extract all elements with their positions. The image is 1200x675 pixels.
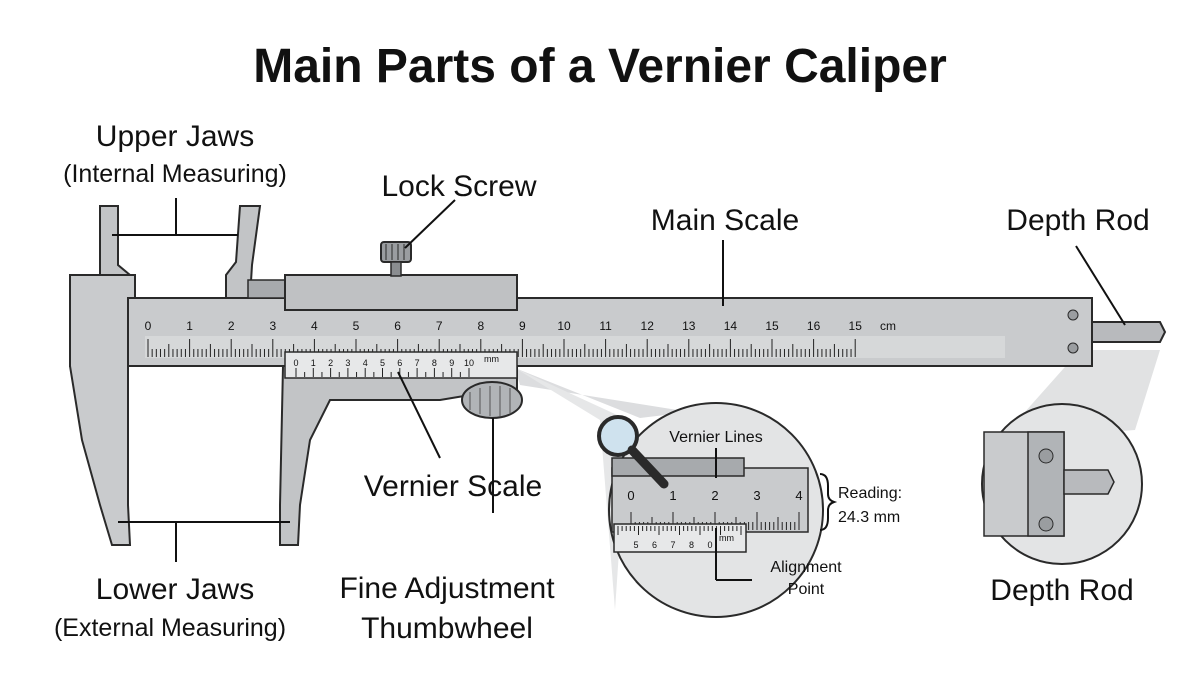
main-scale-number: 15 [765,319,779,333]
depth-inset-rod [1063,469,1115,495]
lock-screw-leader [404,199,456,249]
vernier-scale-leader [397,371,441,459]
vernier-scale-number: 5 [380,358,385,368]
vernier-plate [284,351,518,379]
main-scale-number: 15 [849,319,863,333]
reading-value: 24.3 mm [838,509,900,526]
vernier-scale-number: 4 [363,358,368,368]
main-scale-strip [145,336,1005,358]
upper-jaw-movable[interactable] [225,205,262,299]
vernier-unit: mm [484,354,499,364]
main-scale-number: 8 [477,319,484,333]
main-scale-number: 3 [269,319,276,333]
main-scale-number: 10 [557,319,571,333]
jaw-block [247,279,289,299]
main-scale-number: 13 [682,319,696,333]
inset-main-number: 4 [795,488,802,503]
screw-icon [1038,516,1054,532]
main-scale-number: 14 [724,319,738,333]
main-scale-number: 6 [394,319,401,333]
main-scale-number: 2 [228,319,235,333]
vernier-scale-label: Vernier Scale [364,470,542,503]
main-scale-number: 5 [353,319,360,333]
main-scale-number: 11 [599,319,612,333]
fixed-head [69,274,136,546]
vernier-scale-numbers: 0 1 2 3 4 5 6 7 8 9 10 [293,358,474,368]
jaw-gap [130,368,278,498]
vernier-scale-number: 0 [293,358,298,368]
fine-adjustment-label-line2: Thumbwheel [361,612,533,645]
vernier-scale-number: 2 [328,358,333,368]
screw-icon [1067,342,1079,354]
upper-jaws-label: Upper Jaws [96,120,254,153]
reading-label: Reading: [838,485,902,502]
inset-vernier-number: 0 [707,540,712,550]
inset-vernier-number: 8 [689,540,694,550]
inset-main-numbers: 0 1 2 3 4 [627,488,802,503]
vernier-scale-number: 1 [311,358,316,368]
inset-vernier-numbers: 5 6 7 8 0 [633,540,712,550]
depth-rod-inset-label: Depth Rod [990,574,1133,607]
inset-vernier-ticks [617,526,742,535]
main-scale-number: 1 [186,319,193,333]
vernier-scale-number: 3 [345,358,350,368]
vernier-scale-number: 6 [397,358,402,368]
inset-slider [611,457,745,477]
lower-jaws-sublabel: (External Measuring) [54,614,286,642]
main-scale-unit: cm [880,319,896,333]
inset-vernier-number: 6 [652,540,657,550]
alignment-point-label-line1: Alignment [770,559,842,576]
vernier-scale-number: 9 [449,358,454,368]
depth-rod[interactable] [1091,321,1167,343]
lock-screw[interactable] [380,241,412,277]
vernier-scale-number: 10 [464,358,474,368]
inset-vernier-unit: mm [719,533,734,543]
main-scale-ticks [147,339,856,357]
alignment-point-label-line2: Point [788,581,825,598]
vernier-scale-number: 8 [432,358,437,368]
fine-adjustment-thumbwheel[interactable] [461,381,523,419]
lower-jaws-label: Lower Jaws [96,573,254,606]
reading-brace [819,473,838,531]
main-scale-number: 4 [311,319,318,333]
magnifier-icon [597,415,669,489]
main-scale-number: 12 [641,319,655,333]
inset-main-number: 3 [753,488,760,503]
vernier-zoom-inset: 0 1 2 3 4 5 6 7 8 0 mm Vernier Lines Alignment P… [608,402,842,618]
page-title: Main Parts of a Vernier Caliper [253,40,947,93]
vernier-lines-label: Vernier Lines [669,429,762,446]
lock-screw-label: Lock Screw [381,170,536,203]
screw-icon [1067,309,1079,321]
vernier-scale-number: 7 [415,358,420,368]
inset-main-scale [611,467,809,533]
main-scale-label: Main Scale [651,204,799,237]
fine-adjustment-label-line1: Fine Adjustment [339,572,555,605]
main-scale-number: 9 [519,319,526,333]
inset-vernier-number: 7 [670,540,675,550]
screw-icon [1038,448,1054,464]
vernier-scale-ticks [295,368,470,377]
upper-jaws-sublabel: (Internal Measuring) [63,160,287,188]
inset-vernier-number: 5 [633,540,638,550]
inset-main-number: 1 [669,488,676,503]
main-scale-number: 7 [436,319,443,333]
inset-main-number: 2 [711,488,718,503]
zoom-wedge [515,368,690,418]
main-scale-number: 0 [145,319,152,333]
main-scale-number: 16 [807,319,821,333]
depth-rod-leader [1075,245,1126,326]
depth-rod-label: Depth Rod [1006,204,1149,237]
inset-main-number: 0 [627,488,634,503]
depth-rod-inset [981,403,1143,565]
slider-top[interactable] [284,274,518,311]
